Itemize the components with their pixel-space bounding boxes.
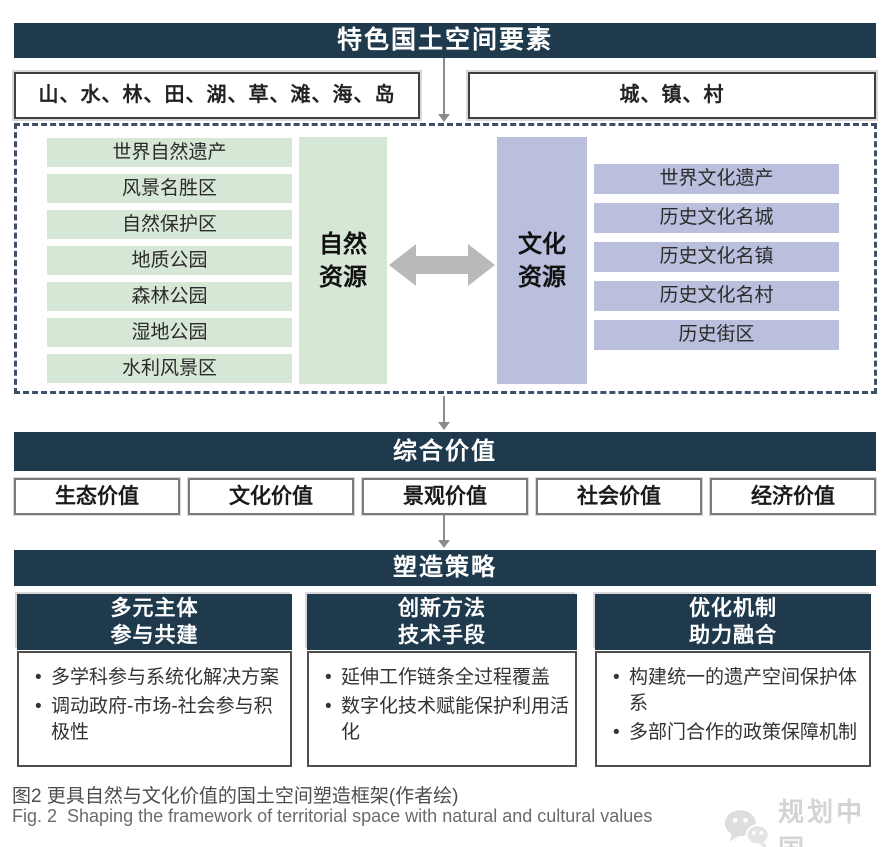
strategy-bullet: 多部门合作的政策保障机制 <box>607 720 863 746</box>
value-box: 经济价值 <box>710 478 876 515</box>
strategy-column-mechanism: 优化机制 助力融合 构建统一的遗产空间保护体系多部门合作的政策保障机制 <box>595 594 871 767</box>
strategy-heading-line1: 优化机制 <box>689 597 777 620</box>
strategy-bullet-list: 延伸工作链条全过程覆盖数字化技术赋能保护利用活化 <box>319 665 569 746</box>
strategy-column-header: 多元主体 参与共建 <box>17 594 292 650</box>
natural-item: 森林公园 <box>47 282 292 311</box>
value-box: 景观价值 <box>362 478 528 515</box>
value-box: 社会价值 <box>536 478 702 515</box>
cultural-item: 历史文化名城 <box>594 203 839 233</box>
chat-bubbles-logo-icon <box>724 810 770 847</box>
top-banner: 特色国土空间要素 <box>14 23 876 58</box>
arrow-head-icon <box>438 422 450 430</box>
down-arrow-top <box>438 58 450 122</box>
strategy-bullet: 延伸工作链条全过程覆盖 <box>319 665 569 691</box>
strategy-column-header: 优化机制 助力融合 <box>595 594 871 650</box>
down-arrow-middle <box>438 396 450 430</box>
strategy-column-participation: 多元主体 参与共建 多学科参与系统化解决方案调动政府-市场-社会参与积极性 <box>17 594 292 767</box>
value-box: 生态价值 <box>14 478 180 515</box>
strategy-bullet: 构建统一的遗产空间保护体系 <box>607 665 863 717</box>
strategy-column-innovation: 创新方法 技术手段 延伸工作链条全过程覆盖数字化技术赋能保护利用活化 <box>307 594 577 767</box>
watermark: 规划中国 <box>722 792 890 847</box>
caption-english: Fig. 2 Shaping the framework of territor… <box>12 806 653 826</box>
cultural-item: 历史街区 <box>594 320 839 350</box>
resources-dashed-box: 世界自然遗产风景名胜区自然保护区地质公园森林公园湿地公园水利风景区 自然资源 文… <box>14 123 877 394</box>
natural-item: 世界自然遗产 <box>47 138 292 167</box>
strategy-heading-line1: 多元主体 <box>110 597 199 620</box>
down-arrow-bottom <box>438 515 450 548</box>
natural-item: 自然保护区 <box>47 210 292 239</box>
arrow-head-icon <box>438 540 450 548</box>
strategy-bullet-list: 构建统一的遗产空间保护体系多部门合作的政策保障机制 <box>607 665 863 746</box>
strategy-heading-line2: 助力融合 <box>689 624 777 647</box>
arrow-line <box>443 515 445 540</box>
strategy-bullet: 多学科参与系统化解决方案 <box>29 665 284 691</box>
strategy-heading-line2: 参与共建 <box>110 624 199 647</box>
strategy-bullet: 调动政府-市场-社会参与积极性 <box>29 694 284 746</box>
strategy-bullet: 数字化技术赋能保护利用活化 <box>319 694 569 746</box>
arrow-head-icon <box>438 114 450 122</box>
strategy-column-body: 构建统一的遗产空间保护体系多部门合作的政策保障机制 <box>595 651 871 767</box>
strategy-column-body: 多学科参与系统化解决方案调动政府-市场-社会参与积极性 <box>17 651 292 767</box>
cultural-resource-box: 文化资源 <box>497 137 587 384</box>
arrow-line <box>443 58 445 114</box>
value-box: 文化价值 <box>188 478 354 515</box>
cultural-item: 历史文化名镇 <box>594 242 839 272</box>
cultural-resource-label: 文化资源 <box>518 230 566 291</box>
arrow-line <box>443 396 445 422</box>
natural-resource-label: 自然资源 <box>319 230 367 291</box>
double-arrow-shape <box>389 244 495 286</box>
watermark-text: 规划中国 <box>778 797 866 847</box>
strategy-bullet-list: 多学科参与系统化解决方案调动政府-市场-社会参与积极性 <box>29 665 284 746</box>
settlement-elements-box: 城、镇、村 <box>468 72 876 119</box>
strategy-column-body: 延伸工作链条全过程覆盖数字化技术赋能保护利用活化 <box>307 651 577 767</box>
natural-item: 地质公园 <box>47 246 292 275</box>
cultural-item: 历史文化名村 <box>594 281 839 311</box>
double-arrow-icon <box>389 244 495 286</box>
strategy-column-header: 创新方法 技术手段 <box>307 594 577 650</box>
natural-item: 风景名胜区 <box>47 174 292 203</box>
natural-item: 湿地公园 <box>47 318 292 347</box>
strategy-banner: 塑造策略 <box>14 550 876 586</box>
natural-item: 水利风景区 <box>47 354 292 383</box>
natural-elements-box: 山、水、林、田、湖、草、滩、海、岛 <box>14 72 420 119</box>
values-row: 生态价值文化价值景观价值社会价值经济价值 <box>14 478 876 515</box>
strategy-heading-line1: 创新方法 <box>398 597 486 620</box>
strategy-heading-line2: 技术手段 <box>398 624 486 647</box>
natural-resource-box: 自然资源 <box>299 137 387 384</box>
cultural-item: 世界文化遗产 <box>594 164 839 194</box>
values-banner: 综合价值 <box>14 432 876 471</box>
caption-chinese: 图2 更具自然与文化价值的国土空间塑造框架(作者绘) <box>12 786 459 807</box>
